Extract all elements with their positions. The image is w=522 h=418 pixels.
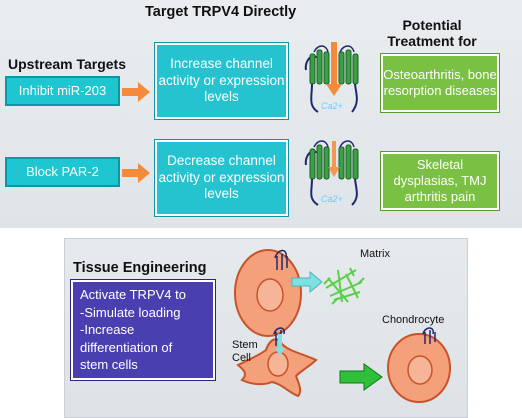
tissue-engineering-header: Tissue Engineering — [73, 260, 207, 276]
tissue-engineering-box: Activate TRPV4 to -Simulate loading -Inc… — [70, 279, 216, 381]
chondrocyte-label: Chondrocyte — [382, 314, 445, 326]
decrease-box: Decrease channel activity or expression … — [154, 139, 289, 217]
te-line: stem cells — [80, 357, 138, 373]
inhibit-mir203-label: Inhibit miR-203 — [18, 82, 107, 98]
cell-illustration-stem-cell — [236, 327, 318, 398]
inhibit-mir203-box: Inhibit miR-203 — [5, 76, 120, 106]
differentiation-arrow — [339, 363, 383, 391]
trpv4-channel-icon-top — [304, 42, 359, 113]
tissue-engineering-text: Activate TRPV4 to -Simulate loading -Inc… — [80, 286, 186, 374]
chondrocyte-cell-illustration — [387, 327, 451, 403]
calcium-ion-label-top: Ca2+ — [321, 101, 343, 111]
calcium-ion-label-bottom: Ca2+ — [321, 194, 343, 204]
te-line: Activate TRPV4 to — [80, 287, 186, 303]
increase-box: Increase channel activity or expression … — [154, 42, 289, 120]
block-par2-box: Block PAR-2 — [5, 157, 120, 187]
arrow-block-to-decrease — [122, 163, 150, 183]
increase-label: Increase channel activity or expression … — [158, 55, 285, 105]
te-line: differentiation of — [80, 339, 173, 355]
treatment-label-top: Osteoarthritis, bone resorption diseases — [383, 66, 497, 98]
te-line: -Simulate loading — [80, 304, 181, 320]
matrix-label: Matrix — [360, 248, 390, 260]
cell-illustration-matrix — [234, 249, 365, 337]
treatment-label-bottom: Skeletal dysplasias, TMJ arthritis pain — [393, 156, 487, 205]
stem-label-line: Cell — [232, 351, 251, 364]
block-par2-label: Block PAR-2 — [26, 163, 99, 179]
upstream-header: Upstream Targets — [8, 56, 127, 72]
stem-label-line: Stem — [232, 339, 258, 351]
target-header: Target TRPV4 Directly — [145, 4, 297, 20]
treatment-header: Potential Treatment for — [387, 17, 477, 50]
treatment-box-top: Osteoarthritis, bone resorption diseases — [380, 53, 500, 113]
trpv4-channel-icon-bottom — [304, 140, 359, 206]
te-line: -Increase — [80, 322, 135, 338]
decrease-label: Decrease channel activity or expression … — [158, 152, 285, 202]
stem-cell-label: Stem Cell — [232, 339, 258, 364]
arrow-inhibit-to-increase — [122, 82, 150, 102]
treatment-box-bottom: Skeletal dysplasias, TMJ arthritis pain — [380, 151, 500, 211]
